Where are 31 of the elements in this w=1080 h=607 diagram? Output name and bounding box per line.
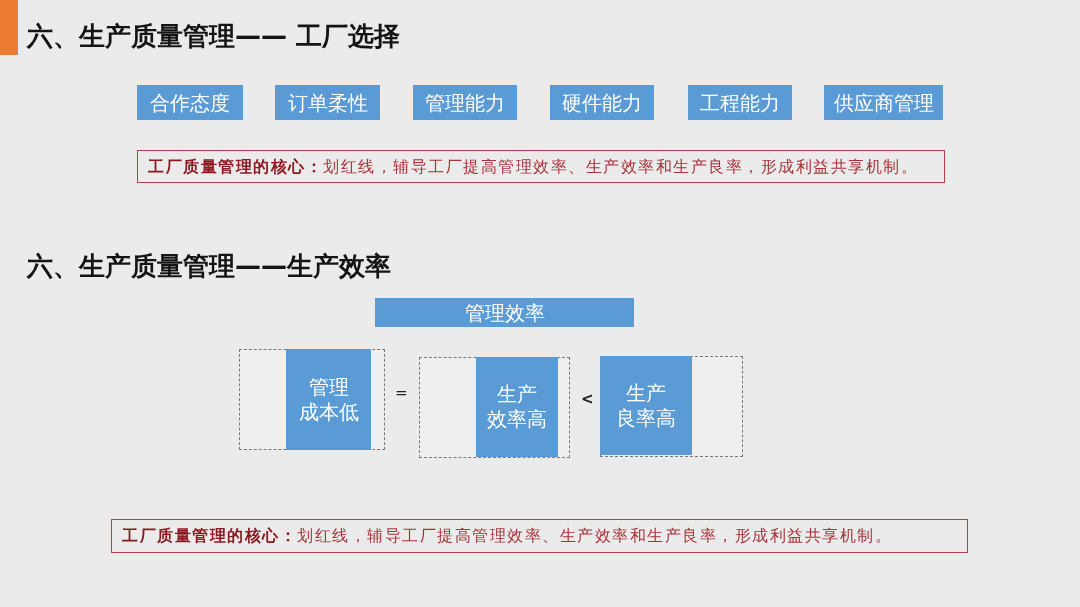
dashed-frame bbox=[419, 357, 570, 458]
criterion-box bbox=[137, 85, 243, 120]
criterion-label: 管理能力 bbox=[425, 90, 505, 115]
equals-sign: = bbox=[395, 384, 408, 402]
criterion-box bbox=[824, 85, 943, 120]
note-box bbox=[137, 150, 945, 183]
metric-box bbox=[286, 349, 371, 450]
metric-box bbox=[476, 357, 558, 457]
criterion-box bbox=[275, 85, 380, 120]
metric-label: 生产良率高 bbox=[616, 380, 676, 431]
metric-label: 生产效率高 bbox=[487, 382, 547, 432]
criterion-label: 工程能力 bbox=[700, 90, 780, 115]
metric-label: 管理成本低 bbox=[298, 374, 359, 425]
header-label: 管理效率 bbox=[464, 300, 545, 325]
header-bar bbox=[375, 298, 634, 327]
criterion-box bbox=[413, 85, 517, 120]
note-text: 工厂质量管理的核心：划红线，辅导工厂提高管理效率、生产效率和生产良率，形成利益共享机制。 bbox=[122, 526, 892, 546]
criterion-label: 订单柔性 bbox=[287, 90, 368, 115]
dashed-frame bbox=[600, 356, 743, 457]
note-text: 工厂质量管理的核心：划红线，辅导工厂提高管理效率、生产效率和生产良率，形成利益共享机制。 bbox=[148, 156, 918, 177]
criterion-box bbox=[688, 85, 792, 120]
less-than-sign: < bbox=[581, 390, 594, 408]
dashed-frame bbox=[239, 349, 385, 450]
section-heading: 六、生产质量管理——生产效率 bbox=[27, 250, 391, 282]
criterion-box bbox=[550, 85, 654, 120]
criterion-label: 硬件能力 bbox=[562, 90, 642, 115]
criterion-label: 供应商管理 bbox=[833, 90, 934, 115]
metric-box bbox=[600, 356, 692, 455]
slide-heading: 六、生产质量管理—— 工厂选择 bbox=[27, 20, 401, 52]
note-box bbox=[111, 519, 968, 553]
criterion-label: 合作态度 bbox=[150, 90, 230, 115]
